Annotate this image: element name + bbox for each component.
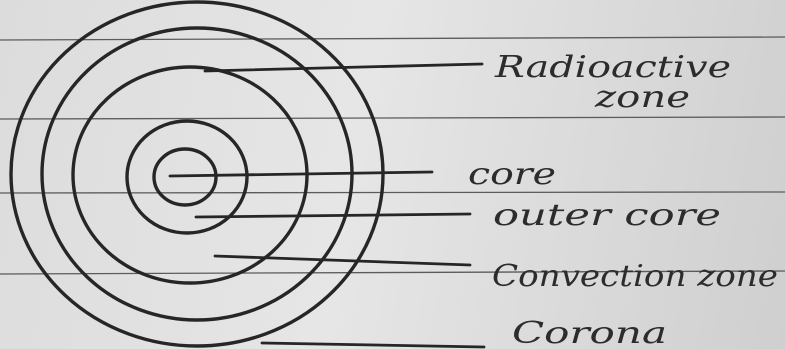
ruled-line [0, 37, 785, 40]
core-pointer [170, 172, 432, 176]
ruled-line [0, 117, 785, 119]
core-label: core [468, 157, 556, 192]
outer-core-label: outer core [493, 198, 721, 233]
convection-zone-pointer [215, 256, 470, 265]
corona-label: Corona [512, 316, 667, 349]
corona-pointer [262, 343, 484, 347]
convection-zone-label: Convection zone [492, 259, 778, 294]
radioactive-zone-label-line2: zone [594, 80, 690, 115]
ruled-line [0, 192, 785, 193]
outer-core-pointer [196, 214, 470, 217]
